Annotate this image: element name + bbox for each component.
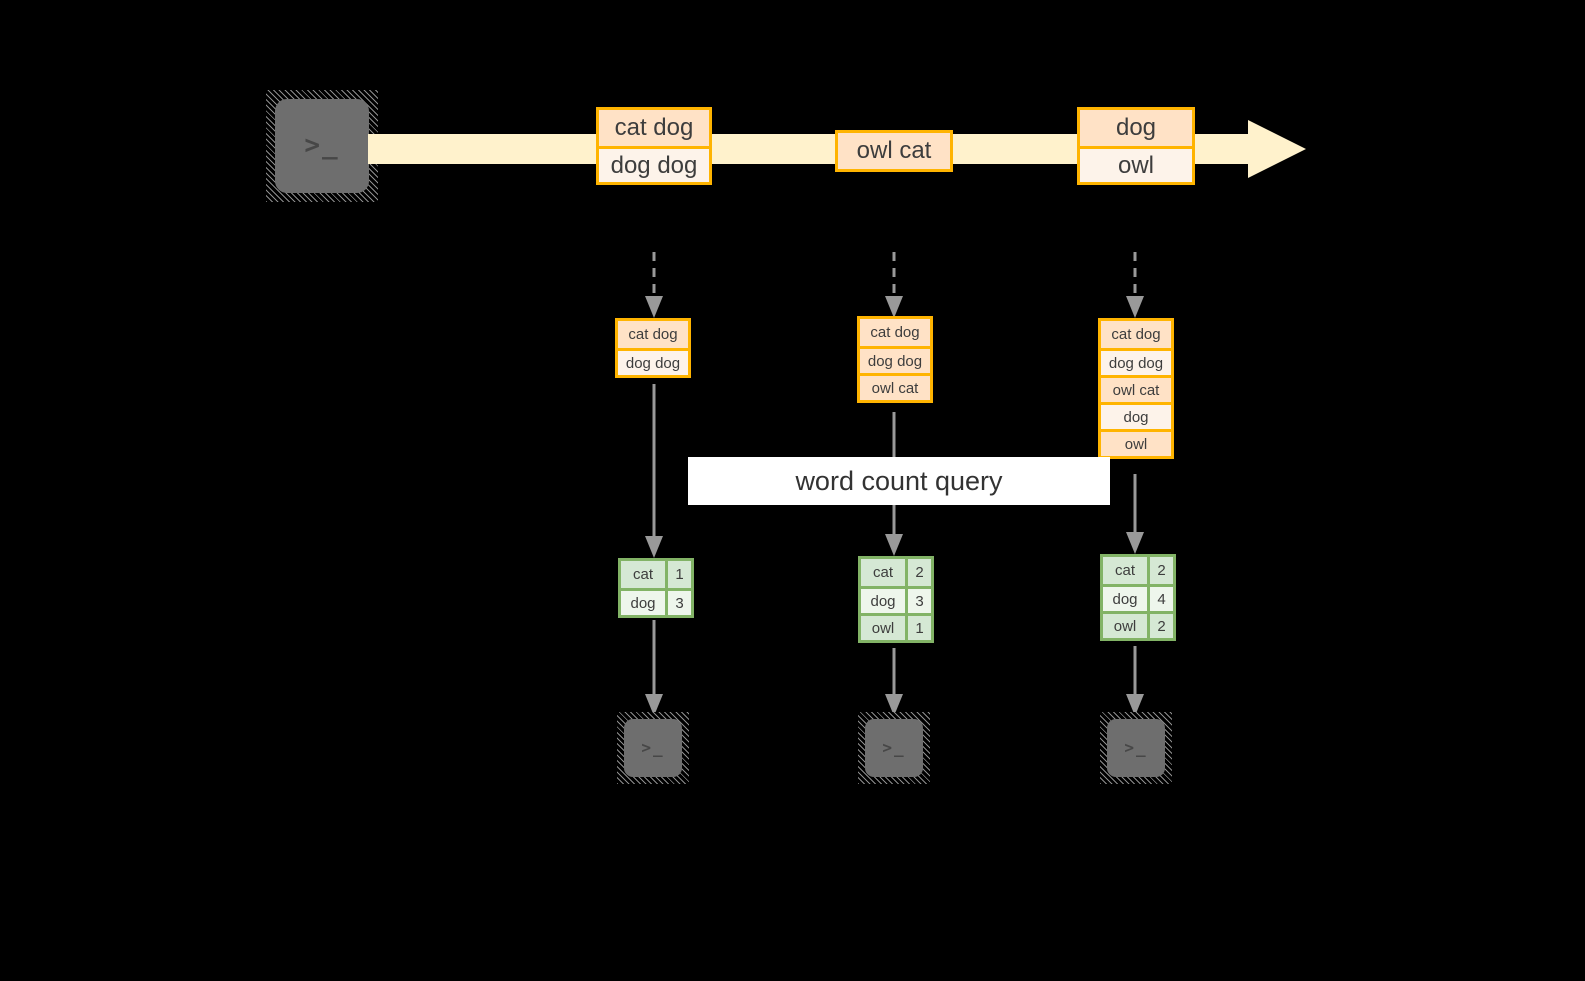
record-line: cat dog bbox=[618, 321, 688, 348]
count-row: cat 2 bbox=[1103, 557, 1173, 584]
count-word: dog bbox=[861, 589, 905, 613]
count-value: 4 bbox=[1147, 587, 1173, 611]
stream-record-1[interactable]: cat dog dog dog bbox=[596, 107, 712, 185]
count-value: 2 bbox=[1147, 557, 1173, 584]
record-line: cat dog bbox=[860, 319, 930, 346]
count-row: owl 1 bbox=[861, 613, 931, 640]
count-word: cat bbox=[1103, 557, 1147, 584]
terminal-prompt-glyph: >_ bbox=[1124, 738, 1148, 758]
count-row: owl 2 bbox=[1103, 611, 1173, 638]
terminal-prompt-glyph: >_ bbox=[882, 738, 906, 758]
source-terminal-icon[interactable]: >_ bbox=[266, 90, 378, 202]
stream-record-2[interactable]: owl cat bbox=[835, 130, 953, 172]
connector-counts-2-to-sink bbox=[880, 648, 908, 718]
connector-snapshot-3-to-counts bbox=[1121, 474, 1149, 556]
snapshot-3-count-table[interactable]: cat 2 dog 4 owl 2 bbox=[1100, 554, 1176, 641]
count-row: dog 3 bbox=[621, 588, 691, 615]
count-row: cat 2 bbox=[861, 559, 931, 586]
snapshot-2-count-table[interactable]: cat 2 dog 3 owl 1 bbox=[858, 556, 934, 643]
record-line: owl cat bbox=[1101, 375, 1171, 402]
connector-counts-3-to-sink bbox=[1121, 646, 1149, 718]
terminal-screen bbox=[1107, 719, 1165, 777]
snapshot-1-sink-terminal-icon[interactable]: >_ bbox=[617, 712, 689, 784]
record-line: dog bbox=[1080, 110, 1192, 146]
record-line: dog bbox=[1101, 402, 1171, 429]
connector-stream-to-snapshot-3 bbox=[1121, 252, 1149, 320]
word-count-query-label: word count query bbox=[688, 457, 1110, 505]
terminal-screen bbox=[624, 719, 682, 777]
count-word: cat bbox=[861, 559, 905, 586]
stream-record-3[interactable]: dog owl bbox=[1077, 107, 1195, 185]
count-value: 3 bbox=[905, 589, 931, 613]
connector-stream-to-snapshot-2 bbox=[880, 252, 908, 320]
record-line: cat dog bbox=[1101, 321, 1171, 348]
count-row: dog 4 bbox=[1103, 584, 1173, 611]
terminal-screen bbox=[275, 99, 369, 193]
count-row: dog 3 bbox=[861, 586, 931, 613]
count-value: 1 bbox=[665, 561, 691, 588]
snapshot-1-input-records[interactable]: cat dog dog dog bbox=[615, 318, 691, 378]
snapshot-1-count-table[interactable]: cat 1 dog 3 bbox=[618, 558, 694, 618]
terminal-screen bbox=[865, 719, 923, 777]
record-line: dog dog bbox=[860, 346, 930, 373]
count-word: dog bbox=[621, 591, 665, 615]
terminal-prompt-glyph: >_ bbox=[641, 738, 665, 758]
count-row: cat 1 bbox=[621, 561, 691, 588]
record-line: cat dog bbox=[599, 110, 709, 146]
count-word: owl bbox=[1103, 614, 1147, 638]
count-word: dog bbox=[1103, 587, 1147, 611]
connector-counts-1-to-sink bbox=[640, 620, 668, 718]
record-line: dog dog bbox=[1101, 348, 1171, 375]
record-line: owl cat bbox=[838, 133, 950, 169]
snapshot-3-sink-terminal-icon[interactable]: >_ bbox=[1100, 712, 1172, 784]
record-line: dog dog bbox=[599, 146, 709, 182]
connector-snapshot-1-to-counts bbox=[640, 384, 668, 560]
record-line: owl bbox=[1101, 429, 1171, 456]
snapshot-2-input-records[interactable]: cat dog dog dog owl cat bbox=[857, 316, 933, 403]
record-line: owl bbox=[1080, 146, 1192, 182]
count-value: 1 bbox=[905, 616, 931, 640]
count-value: 3 bbox=[665, 591, 691, 615]
count-word: owl bbox=[861, 616, 905, 640]
connector-stream-to-snapshot-1 bbox=[640, 252, 668, 320]
snapshot-3-input-records[interactable]: cat dog dog dog owl cat dog owl bbox=[1098, 318, 1174, 459]
count-value: 2 bbox=[905, 559, 931, 586]
count-value: 2 bbox=[1147, 614, 1173, 638]
snapshot-2-sink-terminal-icon[interactable]: >_ bbox=[858, 712, 930, 784]
count-word: cat bbox=[621, 561, 665, 588]
record-line: owl cat bbox=[860, 373, 930, 400]
terminal-prompt-glyph: >_ bbox=[304, 130, 340, 161]
record-line: dog dog bbox=[618, 348, 688, 375]
